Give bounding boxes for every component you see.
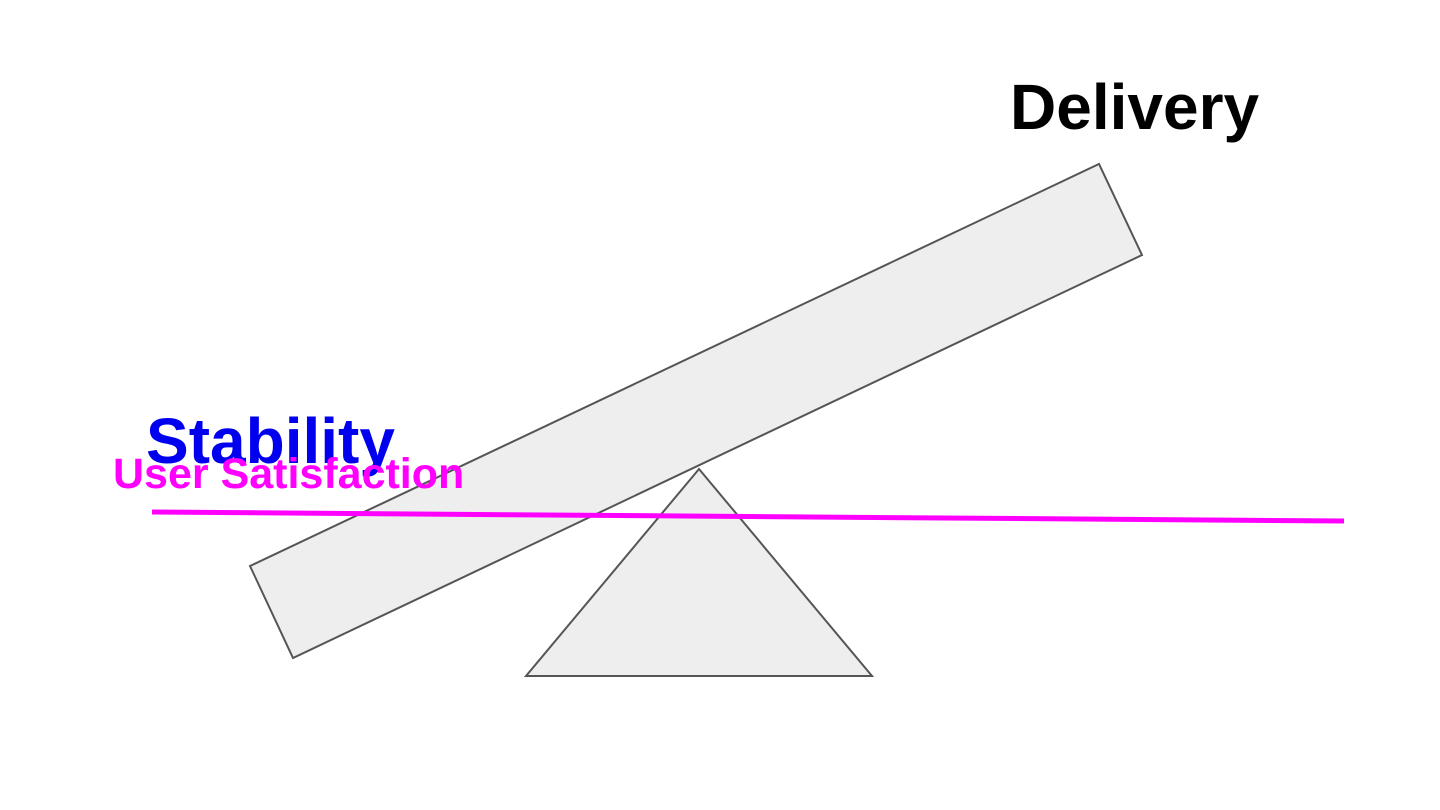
stability-label: Stability bbox=[146, 405, 395, 477]
user-satisfaction-label: User Satisfaction bbox=[113, 450, 464, 498]
delivery-label: Delivery bbox=[1010, 71, 1259, 143]
seesaw-fulcrum bbox=[523, 467, 875, 677]
user-satisfaction-line bbox=[151, 509, 1345, 524]
seesaw-plank bbox=[248, 162, 1144, 660]
